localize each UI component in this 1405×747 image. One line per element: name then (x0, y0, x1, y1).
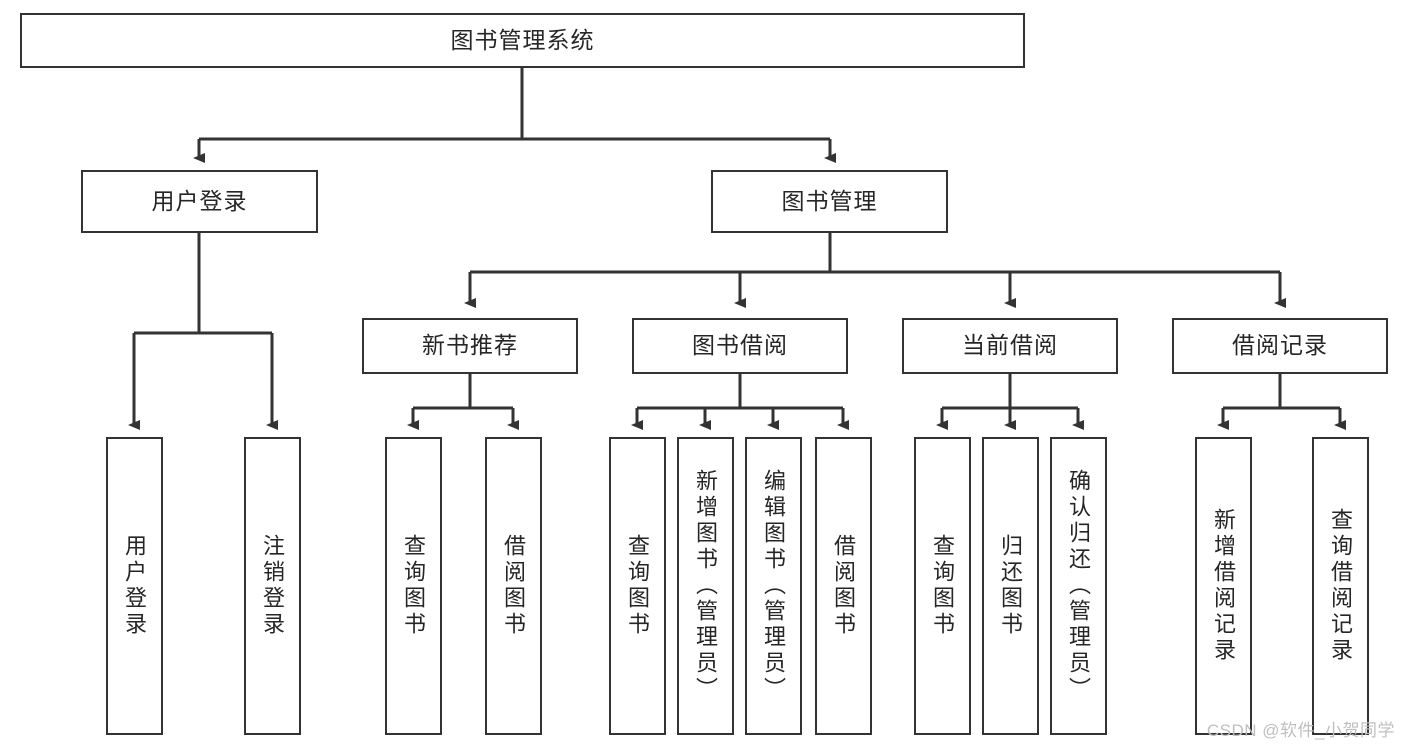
node-user-login[interactable]: 用户登录 (81, 170, 318, 233)
leaf-add-book-admin[interactable]: 新增图书（管理员） (677, 437, 734, 735)
leaf-add-borrow-record[interactable]: 新增借阅记录 (1195, 437, 1252, 735)
node-root-system[interactable]: 图书管理系统 (20, 13, 1025, 68)
leaf-user-login[interactable]: 用户登录 (106, 437, 163, 735)
node-borrow-record[interactable]: 借阅记录 (1172, 318, 1388, 374)
leaf-edit-book-admin[interactable]: 编辑图书（管理员） (745, 437, 802, 735)
leaf-confirm-return-admin[interactable]: 确认归还（管理员） (1050, 437, 1107, 735)
leaf-borrow-book[interactable]: 借阅图书 (815, 437, 872, 735)
node-current-borrow[interactable]: 当前借阅 (902, 318, 1118, 374)
leaf-user-logout[interactable]: 注销登录 (244, 437, 301, 735)
leaf-query-borrow-record[interactable]: 查询借阅记录 (1312, 437, 1369, 735)
node-book-manage[interactable]: 图书管理 (711, 170, 948, 233)
leaf-return-book[interactable]: 归还图书 (982, 437, 1039, 735)
leaf-query-book-current[interactable]: 查询图书 (914, 437, 971, 735)
leaf-borrow-book-recommend[interactable]: 借阅图书 (485, 437, 542, 735)
node-new-book-recommend[interactable]: 新书推荐 (362, 318, 578, 374)
leaf-query-book-borrow[interactable]: 查询图书 (609, 437, 666, 735)
leaf-query-book-recommend[interactable]: 查询图书 (385, 437, 442, 735)
node-book-borrow[interactable]: 图书借阅 (632, 318, 848, 374)
